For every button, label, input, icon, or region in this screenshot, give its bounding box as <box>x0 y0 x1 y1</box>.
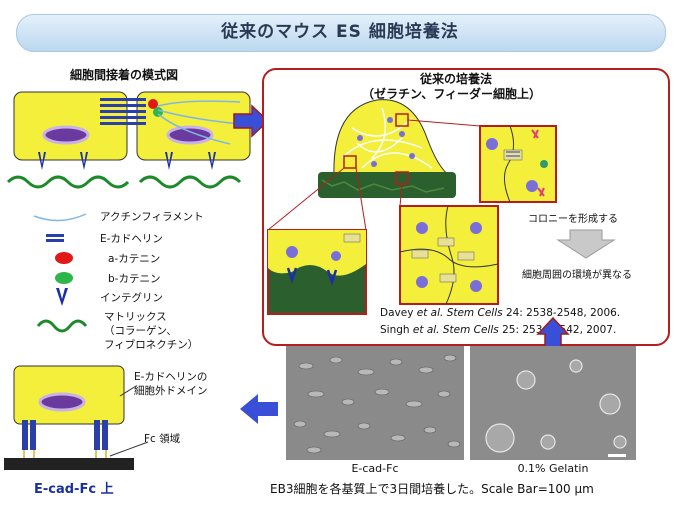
colony-diagram <box>267 99 616 315</box>
legend-a-catenin-label: a-カテニン <box>108 253 161 265</box>
colony-fibers <box>341 107 433 169</box>
colony-nuclei <box>357 117 415 167</box>
cell-adhesion-diagram <box>6 91 251 189</box>
legend-b-catenin-label: b-カテニン <box>108 273 161 285</box>
legend-matrix-icon <box>36 319 88 333</box>
junction-cadherins <box>100 98 146 125</box>
ecad-fc-diagram <box>4 365 134 470</box>
legend-ecad-label: E-カドヘリン <box>100 233 163 245</box>
reference-singh: Singh et al. Stem Cells 25: 2534-2542, 2… <box>380 324 617 336</box>
domain-pointer-line <box>119 385 137 397</box>
substrate-layer <box>4 458 134 470</box>
left-arrow-icon <box>240 394 278 424</box>
a-catenin-dot <box>148 99 158 109</box>
inset-cell-cell <box>479 125 557 203</box>
right-arrow-icon <box>233 104 270 138</box>
matrix-fibers <box>6 175 242 189</box>
legend-integrin-label: インテグリン <box>100 292 163 304</box>
page-title: 従来のマウス ES 細胞培養法 <box>221 22 459 42</box>
fc-region-label: Fc 領域 <box>144 433 181 445</box>
legend-actin-icon <box>33 213 87 222</box>
figure-caption: EB3細胞を各基質上で3日間培養した。Scale Bar=100 μm <box>270 482 594 496</box>
ecad-fc-title: E-cad-Fc 上 <box>34 482 114 497</box>
actin-filaments <box>157 100 241 145</box>
feeder-layer <box>318 172 456 198</box>
title-bar <box>16 14 666 52</box>
ecad-fc-micrograph <box>286 346 464 460</box>
environment-differs-text: 細胞周囲の環境が異なる <box>522 270 632 281</box>
conventional-heading: 従来の培養法 <box>420 72 493 86</box>
up-arrow-icon <box>536 316 570 349</box>
reference-davey: Davey et al. Stem Cells 24: 2538-2548, 2… <box>380 307 621 319</box>
legend-ecad-icon <box>46 234 64 242</box>
fc-pointer-line <box>109 441 149 457</box>
left-nucleus <box>42 125 90 145</box>
inset-colony-interior <box>399 205 499 305</box>
extracellular-domain-label: E-カドヘリンの 細胞外ドメイン <box>134 371 208 397</box>
right-nucleus <box>166 125 214 145</box>
integrins <box>38 152 216 170</box>
ecad-fc-caption: E-cad-Fc <box>351 462 399 475</box>
legend-matrix-label: マトリックス （コラーゲン、 フィブロネクチン） <box>104 311 199 351</box>
scale-bar <box>608 454 626 457</box>
colony-forms-text: コロニーを形成する <box>528 214 618 225</box>
gelatin-micrograph <box>470 346 636 460</box>
ecad-fc-proteins-left <box>22 420 36 450</box>
inset-feeder-contact <box>267 229 367 315</box>
schematic-heading: 細胞間接着の模式図 <box>70 68 179 82</box>
colony-dome <box>333 99 452 177</box>
b-catenin-dot <box>153 107 163 117</box>
down-arrow-icon <box>556 229 616 259</box>
legend-a-catenin-icon <box>55 252 73 264</box>
legend-b-catenin-icon <box>55 272 73 284</box>
ecad-nucleus <box>38 392 86 412</box>
conventional-subheading: （ゼラチン、フィーダー細胞上） <box>362 87 542 101</box>
legend-integrin-icon <box>56 288 68 306</box>
legend-actin-label: アクチンフィラメント <box>100 211 204 223</box>
gelatin-caption: 0.1% Gelatin <box>517 462 589 475</box>
legend-glyphs <box>33 213 88 333</box>
ecad-fc-proteins-right <box>94 420 108 450</box>
